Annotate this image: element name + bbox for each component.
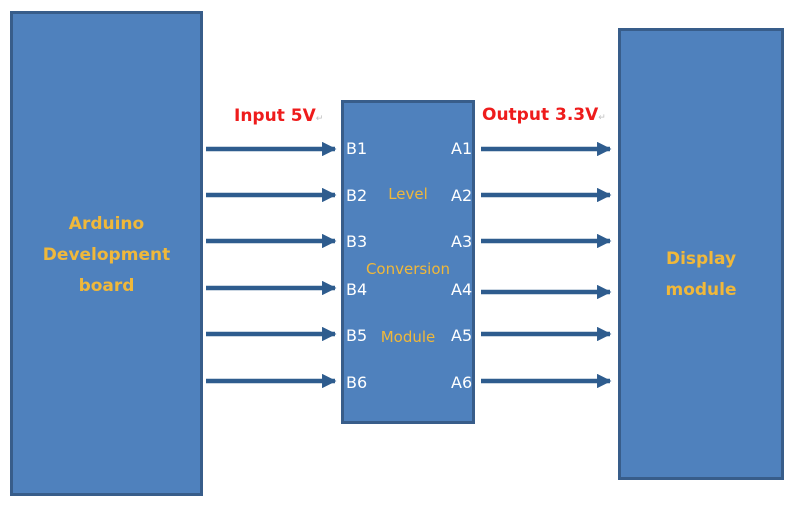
paragraph-mark-icon: ↵ — [598, 113, 606, 123]
pin-a1: A1 — [451, 139, 473, 158]
converter-word-module: Module — [380, 328, 436, 346]
converter-word-conversion: Conversion — [365, 260, 451, 278]
display-module-block: Display module — [618, 28, 784, 480]
pin-a2: A2 — [451, 186, 473, 205]
pin-b4: B4 — [346, 280, 368, 299]
converter-word-level: Level — [388, 185, 428, 203]
paragraph-mark-icon: ↵ — [315, 114, 324, 124]
level-conversion-module-block: Level Conversion Module B1 B2 B3 B4 B5 B… — [341, 100, 475, 424]
pin-b3: B3 — [346, 232, 368, 251]
arduino-board-block: Arduino Development board — [10, 11, 203, 496]
pin-a4: A4 — [451, 280, 473, 299]
pin-b2: B2 — [346, 186, 368, 205]
pin-a3: A3 — [451, 232, 473, 251]
pin-a6: A6 — [451, 373, 473, 392]
input-voltage-text: Input 5V — [234, 106, 316, 126]
pin-a5: A5 — [451, 326, 473, 345]
input-voltage-heading: Input 5V↵ — [234, 106, 323, 129]
output-voltage-text: Output 3.3V — [482, 105, 599, 125]
pin-b5: B5 — [346, 326, 368, 345]
pin-b6: B6 — [346, 373, 368, 392]
pin-b1: B1 — [346, 139, 368, 158]
arduino-board-label: Arduino Development board — [42, 214, 171, 296]
display-module-label: Display module — [665, 249, 737, 300]
output-voltage-heading: Output 3.3V↵ — [482, 105, 606, 128]
